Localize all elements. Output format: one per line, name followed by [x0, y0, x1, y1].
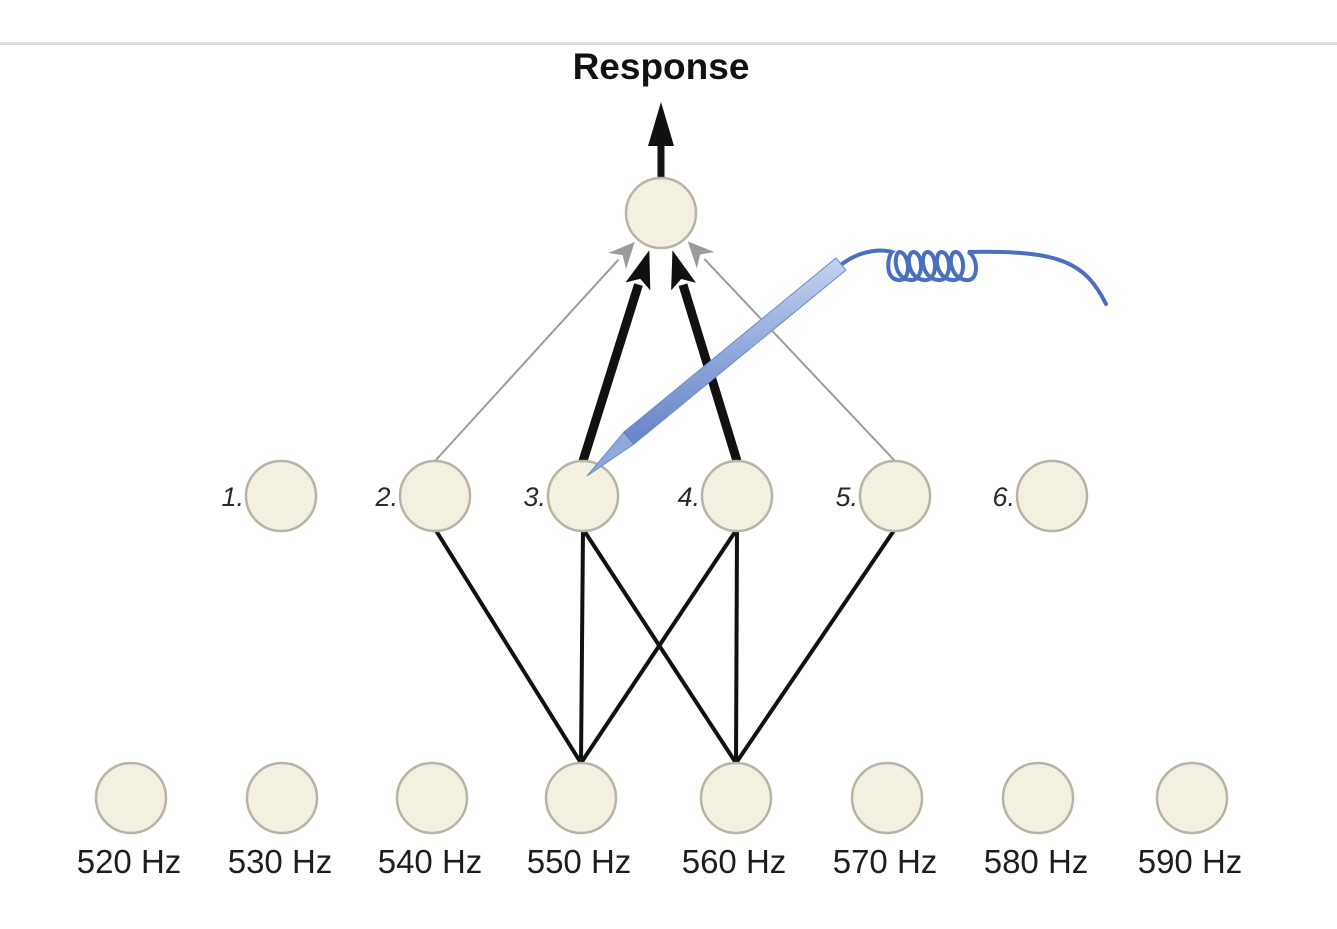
- middle-neuron: [700, 459, 774, 533]
- arrowhead: [625, 250, 651, 291]
- input-layer: 520 Hz 530 Hz 540 Hz 550 Hz 560 Hz 570 Hz 580 …: [77, 761, 1243, 880]
- frequency-label: 560 Hz: [682, 843, 787, 880]
- arrowhead: [608, 241, 635, 270]
- neuron-number-label: 4.: [677, 482, 700, 512]
- frequency-label: 550 Hz: [527, 843, 632, 880]
- neuron-number-label: 3.: [523, 482, 546, 512]
- response-neuron: [624, 176, 698, 250]
- response-title: Response: [573, 46, 750, 87]
- strong-connection-line: [578, 283, 643, 463]
- input-neuron: [699, 761, 773, 835]
- electrode-wire: [840, 248, 1108, 306]
- frequency-label: 570 Hz: [833, 843, 938, 880]
- neuron-number-label: 5.: [835, 482, 858, 512]
- electrode-shaft: [623, 257, 847, 445]
- input-neuron: [850, 761, 924, 835]
- arrowhead: [671, 250, 696, 291]
- input-connection-line: [734, 527, 897, 765]
- arrowhead: [687, 241, 715, 269]
- input-neuron: [1155, 761, 1229, 835]
- neuron-number-label: 2.: [374, 482, 398, 512]
- middle-neuron: [1015, 459, 1089, 533]
- input-neuron: [1001, 761, 1075, 835]
- input-connection-line: [734, 527, 739, 765]
- neuron-number-label: 1.: [221, 482, 244, 512]
- middle-neuron: [546, 459, 620, 533]
- middle-neuron: [858, 459, 932, 533]
- input-connection-line: [579, 527, 585, 765]
- input-neuron: [395, 761, 469, 835]
- input-neuron: [245, 761, 319, 835]
- middle-neuron: [398, 459, 472, 533]
- frequency-label: 590 Hz: [1138, 843, 1243, 880]
- input-connection-line: [433, 527, 583, 765]
- middle-neuron: [244, 459, 318, 533]
- input-connection-line: [581, 527, 738, 765]
- frequency-label: 530 Hz: [228, 843, 333, 880]
- input-neuron: [544, 761, 618, 835]
- frequency-label: 580 Hz: [984, 843, 1089, 880]
- weak-connection-line: [703, 258, 896, 462]
- frequency-label: 540 Hz: [378, 843, 483, 880]
- recording-electrode: [586, 248, 1108, 477]
- top-divider: [0, 42, 1337, 45]
- output-arrow: [648, 102, 674, 178]
- weak-connection-line: [434, 258, 620, 462]
- frequency-label: 520 Hz: [77, 843, 182, 880]
- input-connections: [433, 527, 897, 765]
- middle-layer: 1. 2. 3. 4. 5. 6.: [221, 459, 1089, 533]
- input-neuron: [94, 761, 168, 835]
- neuron-number-label: 6.: [992, 482, 1015, 512]
